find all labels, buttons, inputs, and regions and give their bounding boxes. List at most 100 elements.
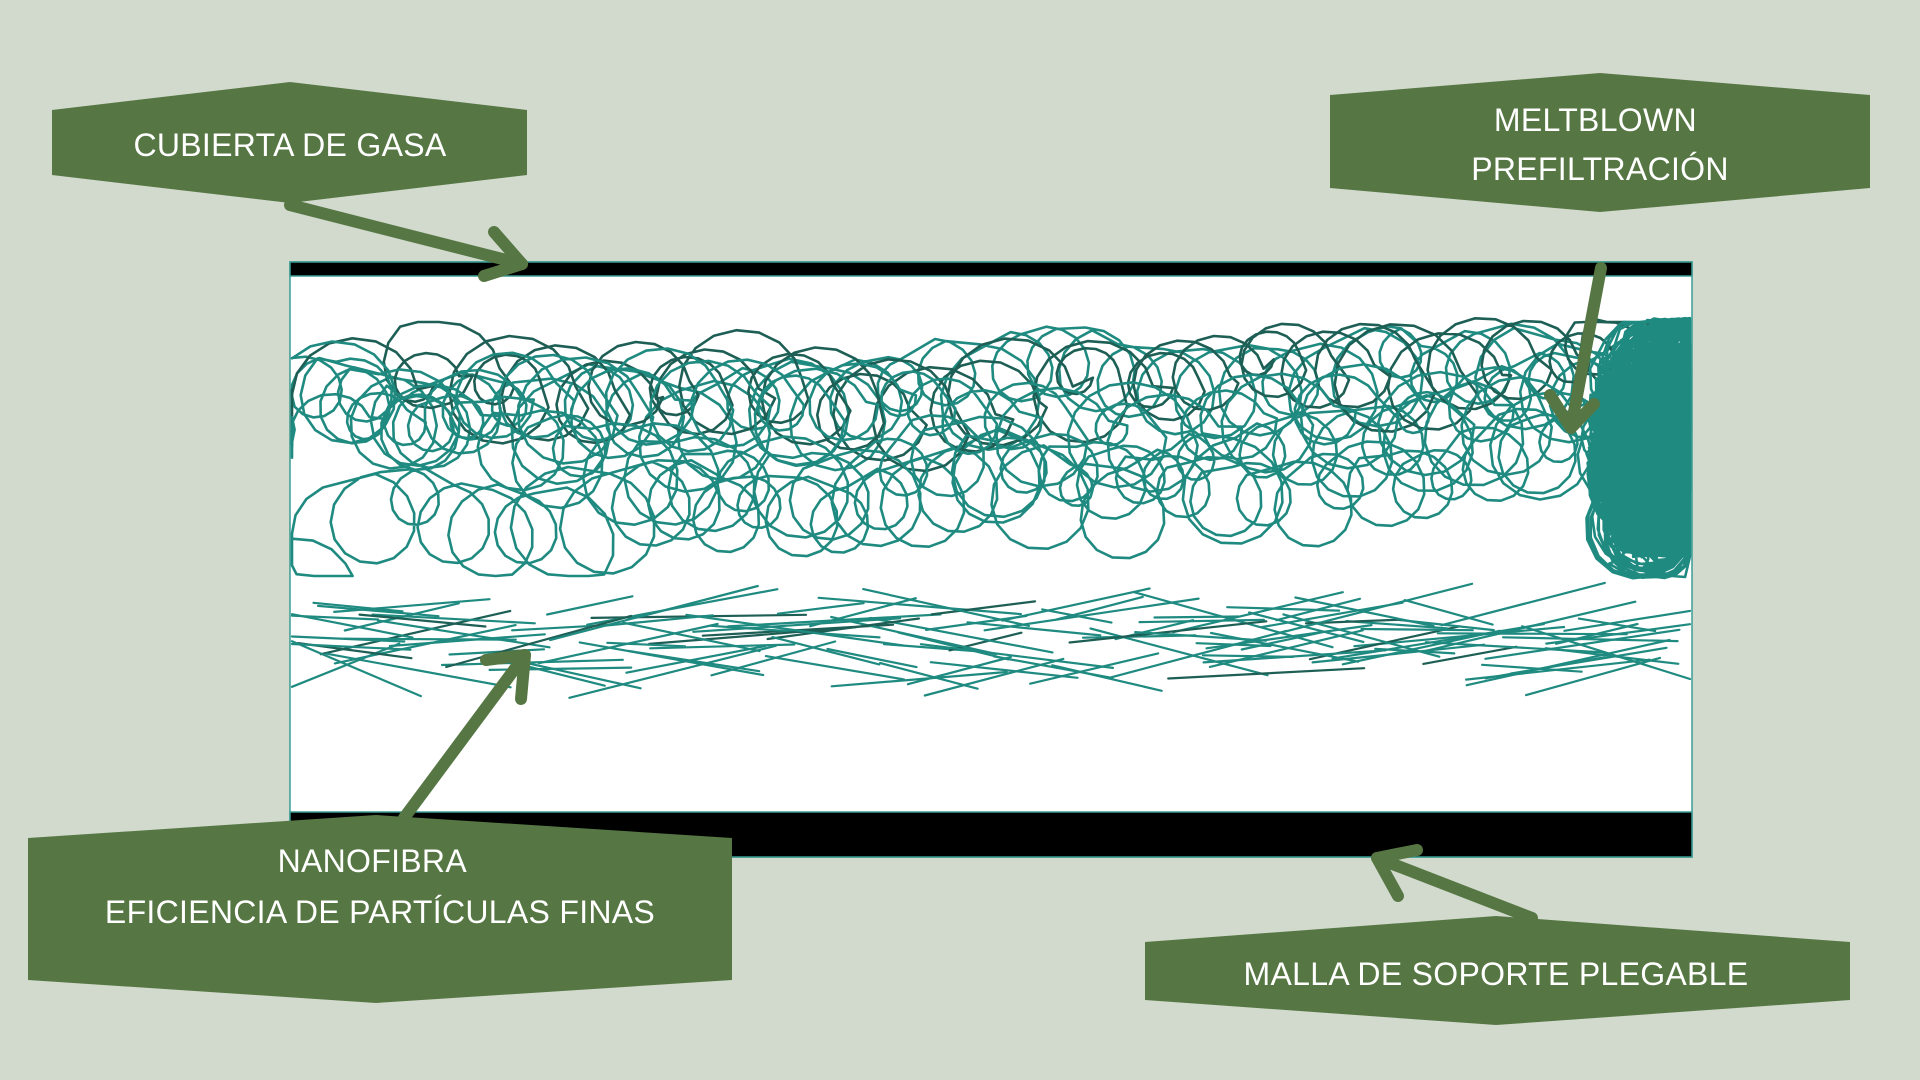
nanofiber-strand — [1068, 620, 1268, 644]
filter-cross-section — [289, 261, 1693, 858]
nanofiber-strand — [1484, 628, 1681, 660]
label-meltblown-line-1: MELTBLOWN — [1494, 102, 1697, 138]
meltblown-fiber-strand — [290, 347, 1690, 505]
nanofiber-strand — [376, 619, 551, 649]
nanofiber-strand — [1167, 667, 1366, 680]
nanofiber-strand — [312, 601, 404, 613]
gauze-cover-layer — [289, 261, 1693, 277]
gauze-arrow-icon — [284, 199, 528, 282]
nanofiber-strand — [290, 640, 422, 698]
nanofiber-strand — [771, 635, 881, 666]
nanofiber-strand — [445, 614, 633, 669]
nanofiber-strand — [929, 661, 1079, 679]
meltblown-arrow-icon — [1544, 262, 1607, 434]
nanofiber-strand — [595, 614, 715, 628]
label-gauze-cover-line: CUBIERTA DE GASA — [133, 127, 446, 163]
nanofiber-strand — [924, 614, 1028, 632]
label-nanofiber-line-1: NANOFIBRA — [278, 843, 468, 879]
nanofiber-strand — [1424, 641, 1607, 654]
nanofiber-strand — [1436, 632, 1628, 636]
nanofiber-strand — [1563, 609, 1692, 632]
white-panel — [289, 261, 1693, 858]
svg-text:CUBIERTA DE GASA: CUBIERTA DE GASA — [133, 127, 446, 163]
nanofiber-strand — [358, 613, 487, 628]
nanofiber-strand — [1138, 618, 1266, 624]
label-nanofiber-line-2: EFICIENCIA DE PARTÍCULAS FINAS — [105, 894, 655, 930]
nanofiber-layer — [290, 581, 1692, 699]
nanofiber-strand — [692, 617, 902, 633]
nanofiber-strand — [1524, 656, 1662, 697]
nanofiber-strand — [325, 652, 512, 689]
nanofiber-strand — [1465, 638, 1671, 687]
nanofiber-strand — [1282, 613, 1441, 658]
nanofiber-strand — [1374, 647, 1456, 655]
nanofiber-strand — [290, 614, 380, 621]
nanofiber-strand — [862, 587, 1031, 628]
nanofiber-strand — [923, 657, 1065, 697]
nanofiber-strand — [290, 613, 414, 639]
nanofiber-strand — [648, 626, 858, 646]
label-support-mesh: MALLA DE SOPORTE PLEGABLE — [1145, 916, 1850, 1025]
nanofiber-strand — [1153, 615, 1240, 619]
label-banner — [52, 82, 527, 203]
nanofiber-strand — [1110, 629, 1288, 679]
nanofiber-strand — [317, 604, 440, 618]
nanofiber-strand — [606, 641, 687, 648]
nanofiber-strand — [1134, 630, 1268, 642]
label-banner — [1145, 916, 1850, 1025]
nanofiber-strand — [906, 655, 1012, 686]
nanofiber-strand — [809, 597, 917, 628]
svg-text:MELTBLOWN PREFILTRACIÓN: MELTBLOWN PREFILTRACIÓN — [1471, 102, 1729, 187]
nanofiber-strand — [1480, 663, 1583, 673]
nanofiber-strand — [1201, 654, 1295, 659]
nanofiber-strand — [1501, 636, 1679, 643]
meltblown-fiber-strand — [290, 317, 1684, 473]
nanofiber-strand — [568, 644, 777, 699]
nanofiber-strand — [1240, 630, 1326, 651]
nanofiber-strand — [869, 616, 1054, 654]
nanofiber-strand — [1041, 608, 1113, 624]
meltblown-fiber-layer — [290, 316, 1692, 580]
label-meltblown: MELTBLOWN PREFILTRACIÓN — [1330, 73, 1870, 212]
nanofiber-strand — [290, 635, 406, 643]
nanofiber-strand — [388, 633, 546, 648]
nanofiber-strand — [966, 621, 1102, 637]
svg-text:MALLA DE SOPORTE PLEGABLE: MALLA DE SOPORTE PLEGABLE — [1244, 956, 1749, 992]
nanofiber-strand — [1208, 629, 1364, 669]
nanofiber-strand — [1274, 582, 1474, 636]
nanofiber-strand — [1172, 591, 1344, 634]
nanofiber-strand — [830, 615, 998, 656]
label-gauze-cover: CUBIERTA DE GASA — [52, 82, 527, 203]
nanofiber-strand — [1294, 596, 1435, 628]
nanofiber-strand — [1440, 581, 1606, 627]
nanofiber-strand — [1051, 664, 1163, 692]
nanofiber-strand — [343, 602, 460, 632]
nanofiber-strand — [512, 658, 642, 690]
nanofiber-strand — [776, 601, 865, 615]
nanofiber-strand — [545, 595, 634, 616]
label-banner — [1330, 73, 1870, 212]
svg-text:NANOFIBRA EFICIENCIA DE: NANOFIBRA EFICIENCIA DE PARTÍCULAS FINAS — [105, 843, 655, 930]
nanofiber-strand — [764, 654, 906, 681]
nanofiber-strand — [1029, 652, 1160, 685]
nanofiber-strand — [948, 631, 1023, 652]
nanofiber-strand — [1331, 622, 1546, 660]
label-banner — [28, 815, 732, 1003]
nanofiber-strand — [817, 596, 1023, 616]
nanofiber-strand — [826, 647, 918, 669]
nanofiber-strand — [878, 661, 979, 690]
label-nanofiber: NANOFIBRA EFICIENCIA DE PARTÍCULAS FINAS — [28, 815, 732, 1003]
nanofiber-strand — [371, 613, 536, 625]
nanofiber-strand — [1577, 617, 1657, 633]
support-arrow-icon — [1371, 844, 1538, 924]
nanofiber-strand — [1226, 606, 1341, 612]
nanofiber-strand — [919, 643, 1115, 670]
nanofiber-strand — [766, 617, 921, 641]
nanofiber-strand — [1345, 619, 1449, 630]
label-support-mesh-line: MALLA DE SOPORTE PLEGABLE — [1244, 956, 1749, 992]
arrows — [284, 199, 1607, 924]
nanofiber-strand — [830, 670, 1008, 688]
nanofiber-strand — [1360, 627, 1474, 632]
meltblown-fiber-strand — [290, 316, 1692, 580]
